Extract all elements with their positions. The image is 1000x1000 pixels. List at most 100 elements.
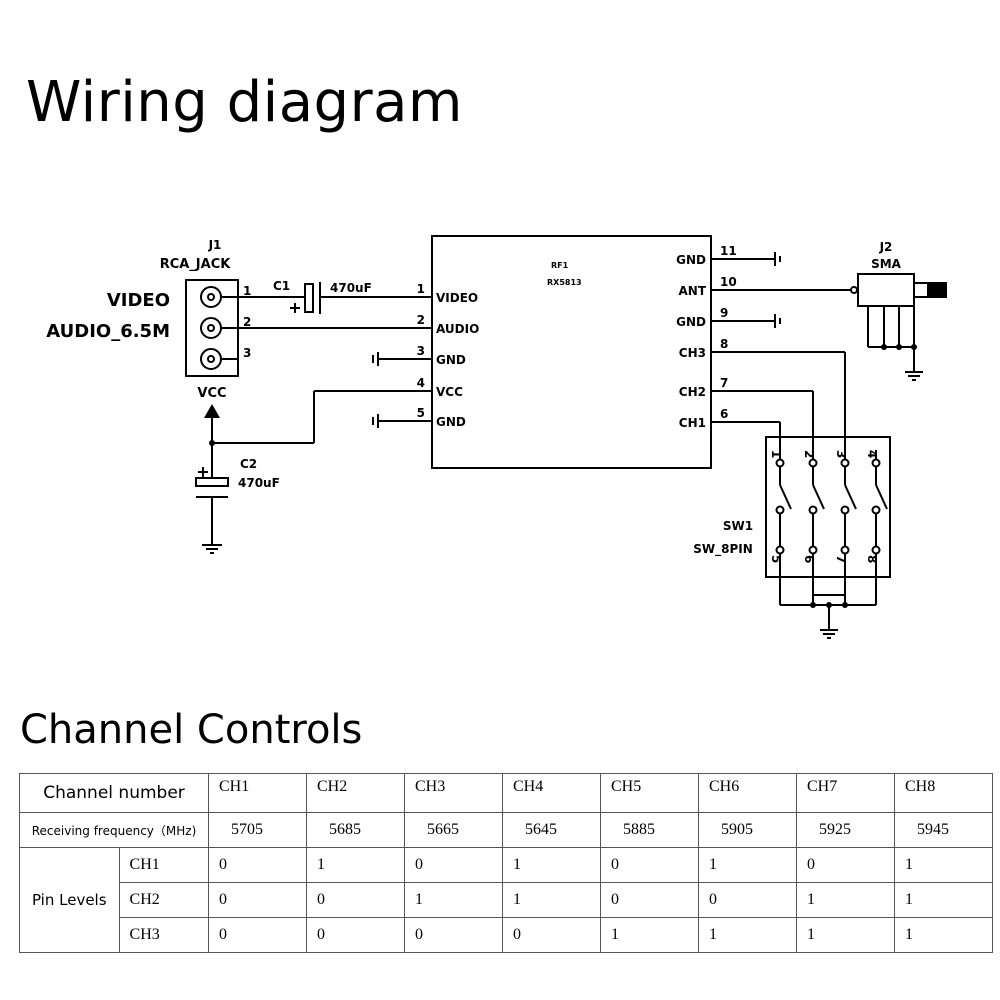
c2-ref: C2	[240, 457, 257, 471]
j1-jack-1	[200, 286, 222, 308]
wiring-schematic: J1 RCA_JACK VIDEO AUDIO_6.5M 1 2 3 VCC C…	[46, 235, 947, 639]
module-pin-name: CH3	[679, 346, 706, 360]
c1-value: 470uF	[330, 281, 372, 295]
sw1-dip-switch	[765, 436, 891, 578]
module-pin-name: GND	[436, 353, 466, 367]
switch-contact	[871, 458, 881, 468]
pin-level-value: 0	[404, 917, 503, 953]
audio-label: AUDIO_6.5M	[46, 321, 170, 342]
frequency-label: Receiving frequency（MHz)	[19, 812, 209, 848]
pin-level-value: 1	[796, 882, 895, 918]
pin-level-value: 1	[600, 917, 699, 953]
frequency-value: 5945	[894, 812, 993, 848]
pin-level-value: 0	[306, 917, 405, 953]
pin-level-value: 1	[796, 917, 895, 953]
module-pin-name: CH2	[679, 385, 706, 399]
switch-contact	[808, 545, 818, 555]
c1-capacitor	[304, 283, 314, 313]
rx5813-module	[431, 235, 712, 469]
pin-level-value: 1	[698, 917, 797, 953]
channel-header: CH4	[502, 773, 601, 813]
switch-contact	[840, 505, 850, 515]
pin-level-value: 1	[894, 882, 993, 918]
video-label: VIDEO	[107, 290, 170, 311]
sw1-pin-label: 7	[834, 555, 848, 563]
module-pin-num: 4	[417, 376, 425, 390]
channel-header: CH2	[306, 773, 405, 813]
module-pin-num: 11	[720, 244, 737, 258]
pin-level-value: 0	[404, 847, 503, 883]
page-title: Wiring diagram	[26, 70, 463, 135]
module-pin-name: CH1	[679, 416, 706, 430]
frequency-value: 5885	[600, 812, 699, 848]
sw1-pin-label: 8	[865, 555, 879, 563]
pin-name: CH1	[118, 847, 210, 883]
j2-sma-connector	[857, 273, 915, 307]
sw1-pin-label: 4	[865, 450, 879, 458]
switch-contact	[840, 545, 850, 555]
module-pin-name: GND	[676, 315, 706, 329]
module-pin-name: GND	[436, 415, 466, 429]
pin-levels-label: Pin Levels	[19, 847, 120, 953]
sw1-pin-label: 1	[769, 450, 783, 458]
sw1-pin-label: 2	[802, 450, 816, 458]
pin-level-value: 0	[306, 882, 405, 918]
channel-header: CH3	[404, 773, 503, 813]
j1-pin-2: 2	[243, 315, 251, 329]
pin-level-value: 1	[698, 847, 797, 883]
switch-contact	[808, 458, 818, 468]
module-pin-num: 8	[720, 337, 728, 351]
sma-pin	[850, 286, 858, 294]
frequency-value: 5645	[502, 812, 601, 848]
pin-level-value: 0	[208, 917, 307, 953]
module-pin-name: AUDIO	[436, 322, 479, 336]
vcc-label: VCC	[197, 386, 226, 401]
switch-contact	[871, 545, 881, 555]
frequency-value: 5925	[796, 812, 895, 848]
j2-ref: J2	[879, 240, 893, 254]
pin-level-value: 1	[404, 882, 503, 918]
pin-level-value: 0	[208, 847, 307, 883]
sw1-pin-label: 6	[802, 555, 816, 563]
module-pin-num: 10	[720, 275, 737, 289]
vcc-arrow-icon	[204, 404, 220, 418]
pin-name: CH2	[118, 882, 210, 918]
module-pin-name: VIDEO	[436, 291, 478, 305]
module-part: RX5813	[547, 278, 582, 287]
j1-jack-2	[200, 317, 222, 339]
j1-pin-1: 1	[243, 284, 251, 298]
c2-capacitor	[195, 477, 229, 487]
module-pin-num: 7	[720, 376, 728, 390]
switch-contact	[775, 458, 785, 468]
pin-level-value: 0	[698, 882, 797, 918]
pin-level-value: 1	[502, 847, 601, 883]
channel-header: CH7	[796, 773, 895, 813]
switch-contact	[840, 458, 850, 468]
pin-level-value: 0	[796, 847, 895, 883]
module-pin-num: 2	[417, 313, 425, 327]
j1-jack-3	[200, 348, 222, 370]
sw1-pin-label: 5	[769, 555, 783, 563]
frequency-value: 5705	[208, 812, 307, 848]
channel-header: CH6	[698, 773, 797, 813]
pin-level-value: 1	[894, 917, 993, 953]
module-ref: RF1	[551, 261, 569, 270]
pin-level-value: 0	[502, 917, 601, 953]
j1-name-label: RCA_JACK	[160, 257, 232, 272]
pin-level-value: 0	[600, 847, 699, 883]
switch-contact	[808, 505, 818, 515]
module-pin-num: 5	[417, 406, 425, 420]
channel-number-label: Channel number	[19, 773, 209, 813]
j1-ref-label: J1	[208, 238, 222, 252]
pin-level-value: 1	[502, 882, 601, 918]
switch-contact	[871, 505, 881, 515]
frequency-value: 5685	[306, 812, 405, 848]
frequency-value: 5665	[404, 812, 503, 848]
module-pin-name: GND	[676, 253, 706, 267]
